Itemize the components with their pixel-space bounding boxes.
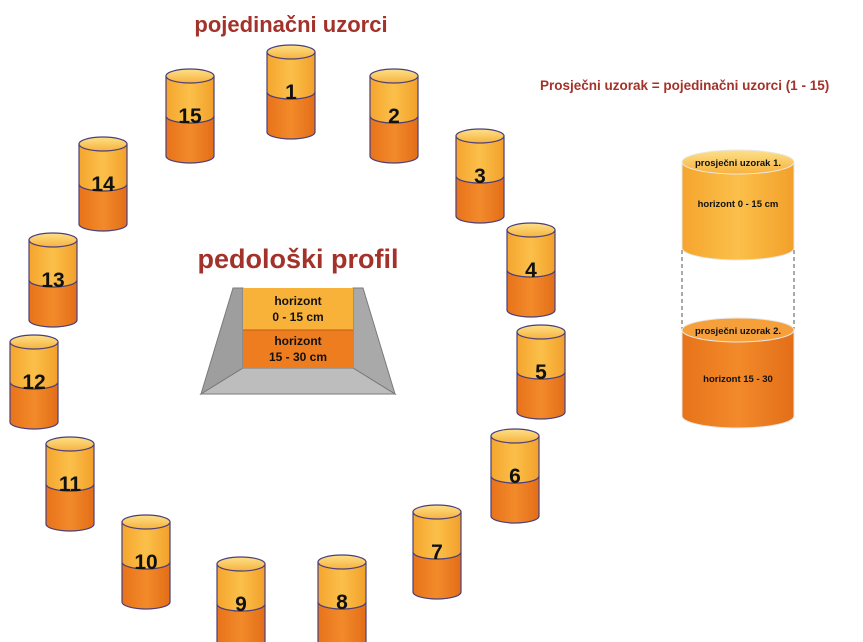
- sample-number: 15: [178, 105, 202, 128]
- profile-horizon-lower: [243, 330, 353, 368]
- sample-upper-layer: [455, 135, 505, 184]
- sample-cylinder-5: 5: [516, 324, 566, 420]
- composite-lower-label: prosječni uzorak 2.: [695, 326, 781, 337]
- sample-cylinder-4: 4: [506, 222, 556, 318]
- profile-title: pedološki profil: [197, 244, 398, 274]
- sample-cylinder-8: 8: [317, 554, 367, 642]
- sample-top-cap: [516, 324, 566, 340]
- sample-number: 7: [431, 541, 443, 564]
- sample-number: 11: [59, 473, 82, 496]
- composite-sample: prosječni uzorak 1. horizont 0 - 15 cm p…: [681, 149, 795, 429]
- sample-cylinder-15: 15: [165, 68, 215, 164]
- sample-upper-layer: [266, 51, 316, 100]
- sample-number: 5: [535, 361, 547, 384]
- sample-number: 9: [235, 593, 247, 616]
- profile-upper-label-1: horizont: [274, 294, 321, 308]
- sample-upper-layer: [165, 75, 215, 124]
- composite-lower-top: [681, 317, 795, 343]
- sample-number: 1: [285, 81, 297, 104]
- sample-upper-layer: [9, 341, 59, 390]
- sample-upper-layer: [369, 75, 419, 124]
- average-formula: Prosječni uzorak = pojedinačni uzorci (1…: [540, 78, 829, 93]
- sample-cylinder-13: 13: [28, 232, 78, 328]
- composite-upper-cylinder: [681, 161, 795, 261]
- sample-top-cap: [369, 68, 419, 84]
- sample-number: 6: [509, 465, 521, 488]
- sample-upper-layer: [490, 435, 540, 484]
- sample-cylinder-12: 12: [9, 334, 59, 430]
- sample-top-cap: [317, 554, 367, 570]
- sample-number: 10: [134, 551, 157, 574]
- sample-top-cap: [412, 504, 462, 520]
- composite-lower-cylinder: [681, 329, 795, 429]
- sample-top-cap: [506, 222, 556, 238]
- composite-upper-label: prosječni uzorak 1.: [695, 158, 781, 169]
- sample-number: 4: [525, 259, 537, 282]
- sample-upper-layer: [45, 443, 95, 492]
- sample-top-cap: [455, 128, 505, 144]
- sample-upper-layer: [516, 331, 566, 380]
- sample-number: 8: [336, 591, 348, 614]
- sample-top-cap: [216, 556, 266, 572]
- sample-cylinder-11: 11: [45, 436, 95, 532]
- sample-top-cap: [78, 136, 128, 152]
- sample-cylinder-10: 10: [121, 514, 171, 610]
- profile-lower-label-2: 15 - 30 cm: [269, 350, 327, 364]
- composite-upper-top: [681, 149, 795, 175]
- sample-top-cap: [121, 514, 171, 530]
- sample-cylinder-1: 1: [266, 44, 316, 140]
- sample-number: 13: [41, 269, 64, 292]
- sample-number: 2: [388, 105, 400, 128]
- sample-cylinder-7: 7: [412, 504, 462, 600]
- sample-top-cap: [45, 436, 95, 452]
- sample-number: 12: [22, 371, 45, 394]
- sample-cylinder-9: 9: [216, 556, 266, 642]
- sample-upper-layer: [412, 511, 462, 560]
- sample-top-cap: [28, 232, 78, 248]
- composite-lower-horizon: horizont 15 - 30: [703, 374, 773, 385]
- sample-number: 3: [474, 165, 486, 188]
- profile-lower-label-1: horizont: [274, 334, 321, 348]
- sample-cylinder-3: 3: [455, 128, 505, 224]
- soil-profile: horizont 0 - 15 cm horizont 15 - 30 cm: [199, 287, 397, 396]
- sample-cylinder-14: 14: [78, 136, 128, 232]
- sample-top-cap: [266, 44, 316, 60]
- sample-cylinder-2: 2: [369, 68, 419, 164]
- composite-upper-horizon: horizont 0 - 15 cm: [698, 199, 779, 210]
- sample-upper-layer: [506, 229, 556, 278]
- sample-upper-layer: [78, 143, 128, 192]
- page-title: pojedinačni uzorci: [194, 12, 387, 37]
- sample-upper-layer: [317, 561, 367, 610]
- sample-upper-layer: [28, 239, 78, 288]
- sample-upper-layer: [121, 521, 171, 570]
- profile-upper-label-2: 0 - 15 cm: [272, 310, 323, 324]
- sample-cylinder-6: 6: [490, 428, 540, 524]
- sample-top-cap: [490, 428, 540, 444]
- profile-horizon-upper: [243, 288, 353, 330]
- sample-number: 14: [91, 173, 115, 196]
- sample-top-cap: [9, 334, 59, 350]
- sample-upper-layer: [216, 563, 266, 612]
- sample-top-cap: [165, 68, 215, 84]
